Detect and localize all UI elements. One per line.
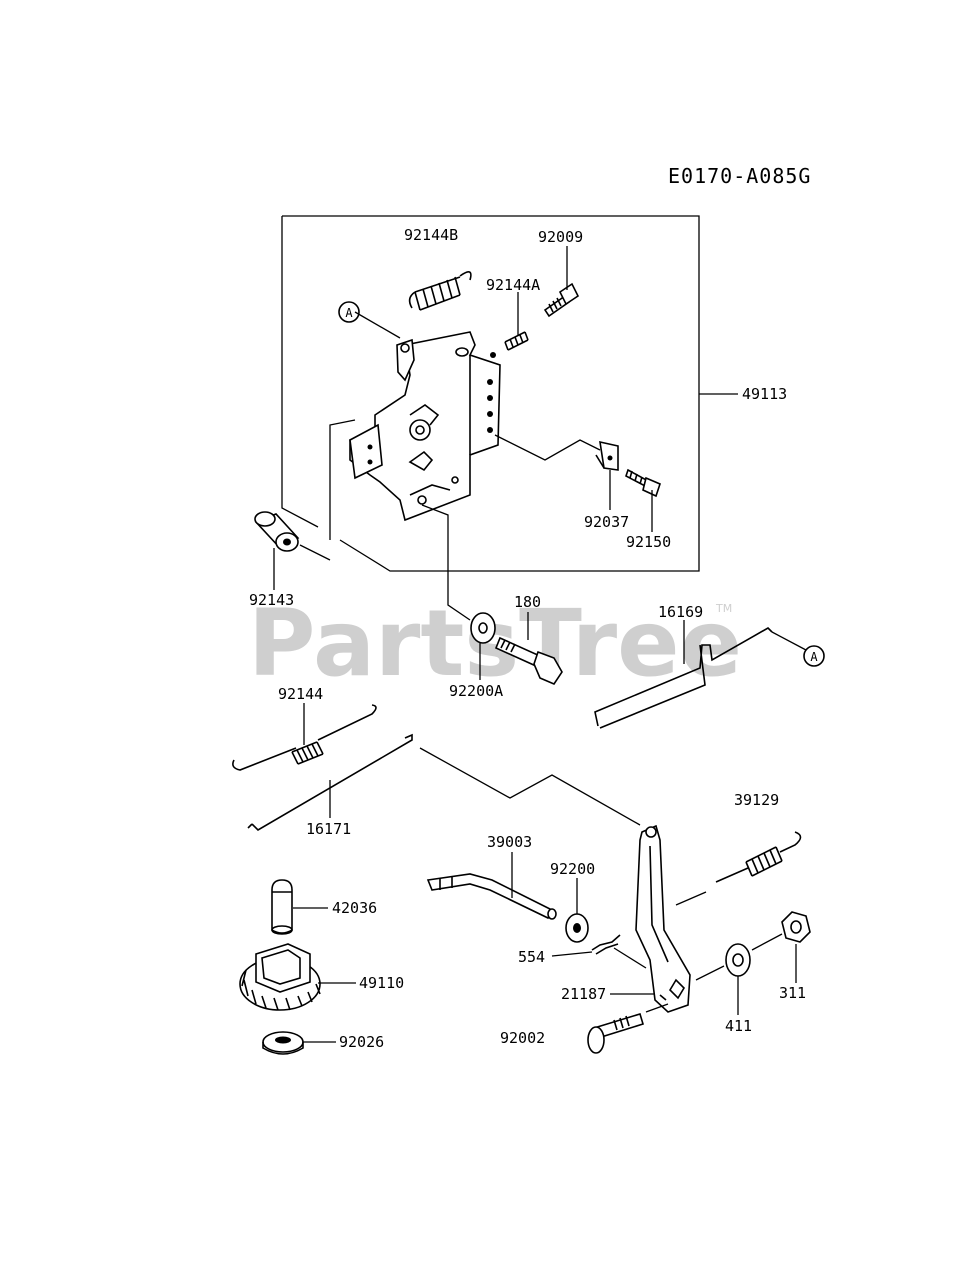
label-39003: 39003: [487, 833, 532, 851]
rod-16169[interactable]: [594, 627, 773, 729]
label-16171: 16171: [306, 820, 351, 838]
nut-311-lead: [751, 933, 783, 951]
label-39129: 39129: [734, 791, 779, 809]
screw-92009[interactable]: [543, 282, 580, 318]
link-wire: [494, 434, 601, 461]
watermark: PartsTree: [248, 590, 742, 697]
collar-92143[interactable]: [254, 511, 300, 552]
label-16169: 16169: [658, 603, 703, 621]
rod-16169-to-a: [771, 631, 807, 651]
spring-39129-lead: [675, 891, 707, 906]
label-411: 411: [725, 1017, 752, 1035]
pin-42036[interactable]: [271, 879, 293, 935]
spring-92144A[interactable]: [504, 331, 529, 351]
rod-16171-lead: [419, 747, 641, 826]
assembly-frame-left: [281, 216, 319, 528]
label-180: 180: [514, 593, 541, 611]
assembly-frame-bottom: [339, 539, 434, 572]
callout-a-leader-top: [354, 311, 401, 339]
diagram-code: E0170-A085G: [668, 164, 811, 188]
callout-a-right: A: [803, 645, 825, 667]
clip-92037[interactable]: [595, 440, 619, 471]
cotter-pin-lead: [613, 947, 647, 969]
washer-411-lead: [695, 965, 725, 981]
pin-39003[interactable]: [426, 873, 557, 920]
spring-92144B[interactable]: [408, 271, 472, 311]
label-92150: 92150: [626, 533, 671, 551]
label-21187: 21187: [561, 985, 606, 1003]
label-42036: 42036: [332, 899, 377, 917]
screw-92150[interactable]: [625, 468, 661, 498]
washer-92200A[interactable]: [470, 612, 496, 644]
leader-554: [551, 951, 593, 957]
governor-plate-assembly[interactable]: [349, 331, 501, 522]
label-92026: 92026: [339, 1033, 384, 1051]
gear-49110[interactable]: [239, 943, 321, 1011]
label-92144A: 92144A: [486, 276, 540, 294]
bolt-92002-lead: [645, 1003, 669, 1013]
spring-39129[interactable]: [715, 831, 802, 883]
lever-21187[interactable]: [635, 824, 691, 1013]
spring-92144[interactable]: [232, 704, 377, 771]
label-92200: 92200: [550, 860, 595, 878]
shaft-lead: [421, 504, 471, 621]
svg-text:A: A: [345, 306, 353, 320]
collar-lead-2: [299, 544, 331, 561]
nut-311[interactable]: [781, 911, 811, 943]
label-92143: 92143: [249, 591, 294, 609]
label-554: 554: [518, 948, 545, 966]
washer-92026[interactable]: [262, 1031, 304, 1055]
label-92200A: 92200A: [449, 682, 503, 700]
label-92144B: 92144B: [404, 226, 458, 244]
label-92037: 92037: [584, 513, 629, 531]
callout-a-top: A: [338, 301, 360, 323]
label-92144: 92144: [278, 685, 323, 703]
bolt-180[interactable]: [494, 636, 563, 685]
label-49110: 49110: [359, 974, 404, 992]
label-49113: 49113: [742, 385, 787, 403]
svg-text:A: A: [810, 650, 818, 664]
cotter-pin-554[interactable]: [591, 934, 621, 955]
bolt-92002[interactable]: [587, 1013, 644, 1054]
collar-lead: [329, 419, 356, 540]
label-92009: 92009: [538, 228, 583, 246]
label-92002: 92002: [500, 1029, 545, 1047]
rod-16171[interactable]: [247, 733, 413, 832]
watermark-trademark: TM: [715, 602, 732, 615]
washer-411[interactable]: [725, 943, 751, 977]
label-311: 311: [779, 984, 806, 1002]
washer-92200[interactable]: [565, 913, 589, 943]
